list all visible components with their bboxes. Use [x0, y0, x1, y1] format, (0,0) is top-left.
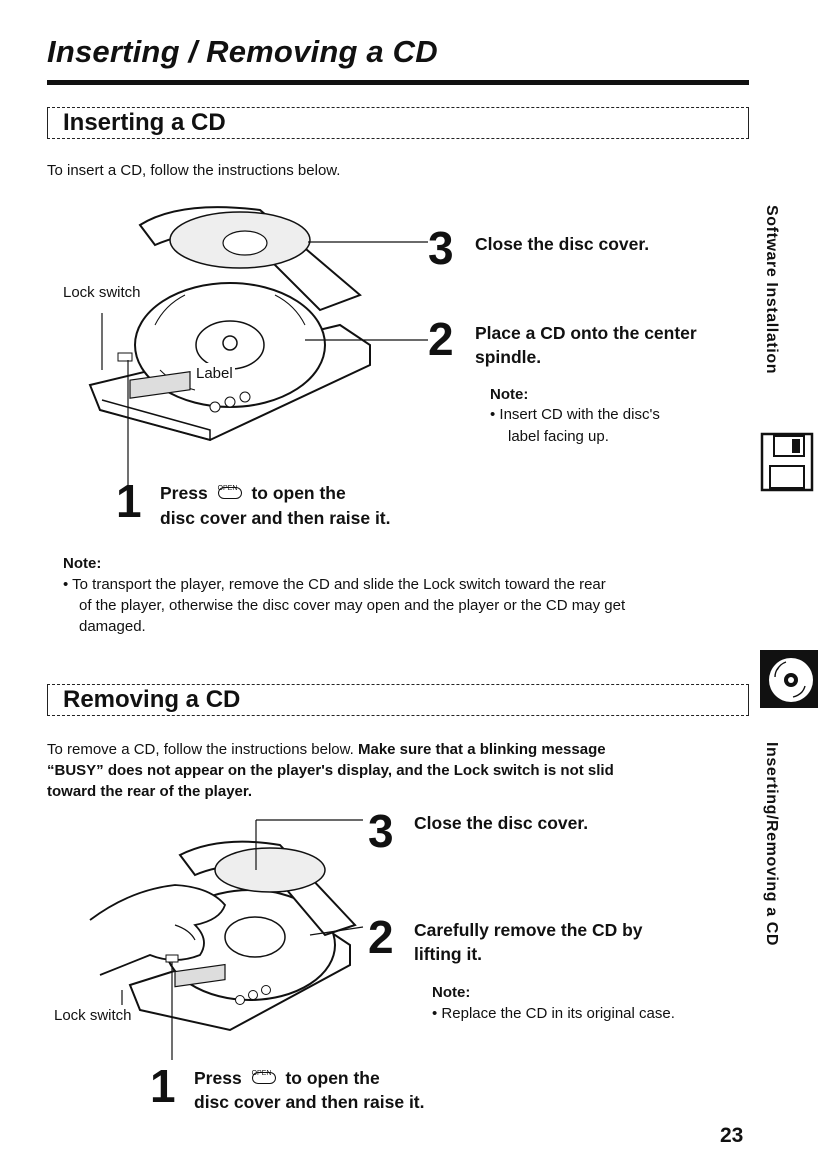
note-heading: Note: [63, 555, 102, 572]
step-text: spindle. [475, 347, 542, 367]
step-text: lifting it. [414, 944, 483, 964]
page-title: Inserting / Removing a CD [47, 34, 438, 69]
note-text: Insert CD with the disc's [499, 406, 660, 423]
open-button-icon: OPEN [217, 485, 243, 503]
step-number: 2 [368, 911, 394, 963]
step-text-pre: Press [194, 1068, 242, 1088]
step-number: 3 [368, 805, 394, 857]
section-header-removing: Removing a CD [47, 684, 749, 716]
step-text: Close the disc cover. [414, 813, 589, 833]
cd-player-insert-illustration [88, 206, 428, 485]
cd-player-remove-illustration [89, 819, 364, 1060]
page-number: 23 [720, 1124, 744, 1147]
removing-intro: To remove a CD, follow the instructions … [47, 739, 757, 760]
step-text: disc cover and then raise it. [160, 508, 391, 528]
note-text: label facing up. [508, 428, 609, 445]
intro-bold: Make sure that a blinking message [357, 741, 606, 758]
note-bullet: • Insert CD with the disc's [490, 406, 660, 423]
step-number: 1 [116, 475, 142, 527]
note-bullet: • Replace the CD in its original case. [432, 1005, 675, 1022]
step-text: Press OPEN to open the [160, 481, 346, 505]
intro-plain: To remove a CD, follow the instructions … [47, 741, 354, 758]
note-text: To transport the player, remove the CD a… [72, 576, 606, 593]
note-text: Replace the CD in its original case. [441, 1005, 675, 1022]
step-text-post: to open the [285, 1068, 380, 1088]
note-bullet: • To transport the player, remove the CD… [63, 576, 606, 593]
step-number: 2 [428, 313, 454, 365]
step-text: disc cover and then raise it. [194, 1092, 425, 1112]
section-title: Inserting a CD [63, 109, 226, 136]
open-button-label: OPEN [217, 485, 238, 493]
side-tab-software-installation: Software Installation [763, 205, 780, 375]
open-button-icon: OPEN [251, 1070, 277, 1088]
step-text-pre: Press [160, 483, 208, 503]
lock-switch-label: Lock switch [63, 284, 141, 301]
note-text: of the player, otherwise the disc cover … [79, 597, 626, 614]
note-text: damaged. [79, 618, 146, 635]
step-text: Carefully remove the CD by [414, 920, 643, 940]
intro-bold: toward the rear of the player. [47, 783, 253, 800]
note-heading: Note: [490, 386, 529, 403]
step-text: Place a CD onto the center [475, 323, 697, 343]
floppy-disk-icon [760, 432, 814, 492]
cd-icon [760, 650, 818, 708]
step-text-post: to open the [251, 483, 346, 503]
step-number: 1 [150, 1060, 176, 1112]
inserting-intro: To insert a CD, follow the instructions … [47, 162, 341, 179]
section-header-inserting: Inserting a CD [47, 107, 749, 139]
step-number: 3 [428, 222, 454, 274]
title-rule [47, 80, 749, 85]
section-title: Removing a CD [63, 686, 241, 713]
lock-switch-label: Lock switch [54, 1005, 134, 1026]
intro-bold: “BUSY” does not appear on the player's d… [47, 762, 614, 779]
step-text: Close the disc cover. [475, 234, 650, 254]
side-tab-inserting-removing: Inserting/Removing a CD [763, 742, 780, 947]
note-heading: Note: [432, 984, 471, 1001]
label-label: Label [194, 363, 235, 384]
step-text: Press OPEN to open the [194, 1066, 380, 1090]
open-button-label: OPEN [251, 1070, 272, 1078]
